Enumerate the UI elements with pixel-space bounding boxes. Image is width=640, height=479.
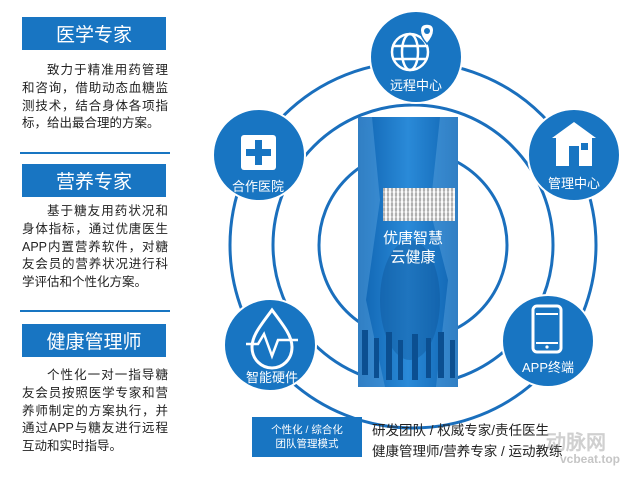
- remote-center-label: 远程中心: [389, 78, 442, 93]
- nutrition-expert-description: 基于糖友用药状况和身体指标，通过优唐医生APP内置营养软件，对糖友会员的营养状况…: [22, 204, 168, 290]
- center-label: 优唐智慧 云健康: [363, 229, 463, 267]
- house-icon: [552, 122, 596, 166]
- smart-hardware-label: 智能硬件: [245, 370, 298, 385]
- blurred-logo: [383, 188, 455, 221]
- divider: [20, 152, 170, 154]
- team-model-box: 个性化 / 综合化 团队管理模式: [252, 417, 362, 457]
- partner-hospital-label: 合作医院: [231, 179, 284, 194]
- team-model-line2: 团队管理模式: [275, 438, 339, 450]
- medical-expert-description: 致力于精准用药管理和咨询，借助动态血糖监测技术，结合身体各项指标，给出最合理的方…: [22, 63, 168, 131]
- medical-cross-icon: [241, 135, 276, 170]
- nutrition-expert-badge: 营养专家: [22, 164, 166, 197]
- medical-expert-badge: 医学专家: [22, 17, 166, 50]
- center-pillar-image: [358, 117, 458, 387]
- smart-hardware-node: [223, 298, 317, 392]
- watermark-brand: 动脉网: [546, 432, 606, 454]
- divider: [20, 310, 170, 312]
- globe-location-icon: [390, 23, 435, 72]
- app-terminal-node: [501, 294, 595, 388]
- center-label-line1: 优唐智慧: [382, 230, 443, 247]
- health-manager-badge: 健康管理师: [22, 324, 166, 357]
- center-label-line2: 云健康: [390, 249, 436, 266]
- management-center-label: 管理中心: [547, 176, 600, 191]
- team-roles-line1: 研发团队 / 权威专家/责任医生: [372, 423, 550, 438]
- watermark-site: vcbeat.top: [560, 452, 621, 466]
- team-model-line1: 个性化 / 综合化: [271, 424, 343, 436]
- app-terminal-label: APP终端: [521, 360, 574, 375]
- remote-center-node: [369, 10, 463, 104]
- team-roles-line2: 健康管理师/营养专家 / 运动教练: [372, 444, 563, 459]
- smartphone-icon: [531, 304, 563, 354]
- health-manager-description: 个性化一对一指导糖友会员按照医学专家和营养师制定的方案执行，并通过APP与糖友进…: [22, 368, 168, 454]
- water-drop-pulse-icon: [246, 307, 298, 370]
